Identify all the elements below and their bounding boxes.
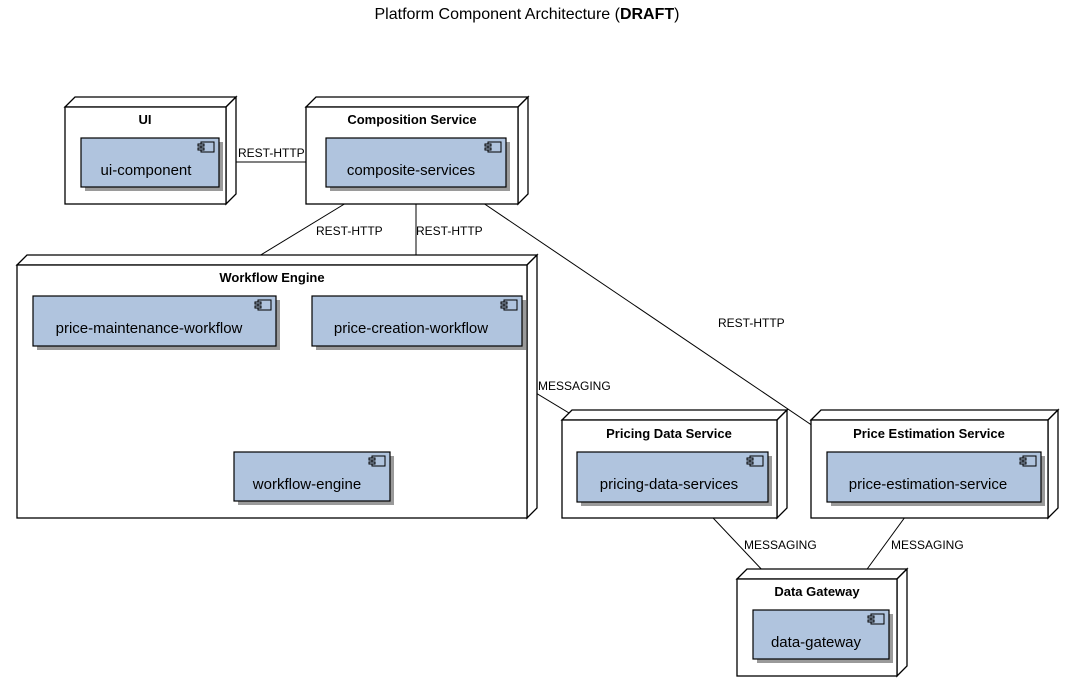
component-pricing-data-services[interactable]: pricing-data-services — [576, 451, 772, 506]
component-box — [311, 295, 523, 347]
node-workflow-side — [526, 253, 538, 520]
component-icon — [500, 299, 518, 311]
component-workflow-engine[interactable]: workflow-engine — [233, 451, 394, 505]
edge-labels: REST-HTTP REST-HTTP REST-HTTP REST-HTTP … — [238, 146, 964, 552]
node-gateway-title: Data Gateway — [774, 584, 860, 599]
edge-label-creation-pricing-data: MESSAGING — [538, 379, 611, 393]
node-pricing-data-side — [776, 408, 788, 520]
component-icon — [746, 455, 764, 467]
node-ui-side — [225, 95, 237, 206]
component-icon — [1019, 455, 1037, 467]
component-label: price-creation-workflow — [334, 320, 488, 337]
node-workflow-title: Workflow Engine — [219, 270, 324, 285]
edge-label-composite-creation: REST-HTTP — [416, 224, 483, 238]
component-label: ui-component — [101, 162, 193, 179]
component-price-creation-workflow[interactable]: price-creation-workflow — [311, 295, 526, 350]
component-icon — [368, 455, 386, 467]
edge-label-ui-composite: REST-HTTP — [238, 146, 305, 160]
component-ui-component[interactable]: ui-component — [80, 137, 223, 191]
diagram-title: Platform Component Architecture (DRAFT) — [375, 6, 680, 23]
node-estimation-top — [809, 409, 1060, 421]
node-composition-top — [304, 96, 530, 108]
component-label: price-estimation-service — [849, 476, 1007, 493]
component-label: pricing-data-services — [600, 476, 738, 493]
node-workflow-top — [15, 254, 539, 266]
component-icon — [867, 613, 885, 625]
component-icon — [484, 141, 502, 153]
node-gateway-side — [896, 567, 908, 678]
node-pricing-data-top — [560, 409, 789, 421]
component-box — [233, 451, 391, 502]
component-box — [32, 295, 277, 347]
edge-label-composite-maintenance: REST-HTTP — [316, 224, 383, 238]
title-suffix: ) — [674, 6, 679, 23]
node-pricing-data-title: Pricing Data Service — [606, 426, 732, 441]
edge-label-composite-estimation: REST-HTTP — [718, 316, 785, 330]
component-label: composite-services — [347, 162, 475, 179]
title-prefix: Platform Component Architecture ( — [375, 6, 621, 23]
component-price-estimation-service[interactable]: price-estimation-service — [826, 451, 1045, 506]
edge-label-estimation-gateway: MESSAGING — [891, 538, 964, 552]
node-composition-side — [517, 95, 529, 206]
component-box — [576, 451, 769, 503]
title-bold: DRAFT — [620, 6, 674, 23]
component-composite-services[interactable]: composite-services — [325, 137, 510, 191]
node-ui-title: UI — [139, 112, 152, 127]
node-ui-top — [63, 96, 238, 108]
component-icon — [197, 141, 215, 153]
component-label: data-gateway — [771, 634, 862, 651]
component-icon — [254, 299, 272, 311]
component-box — [80, 137, 220, 188]
node-estimation-side — [1047, 408, 1059, 520]
component-data-gateway[interactable]: data-gateway — [752, 609, 893, 663]
component-label: workflow-engine — [252, 476, 361, 493]
component-box — [826, 451, 1042, 503]
edge-label-pricing-data-gateway: MESSAGING — [744, 538, 817, 552]
component-box — [752, 609, 890, 660]
component-price-maintenance-workflow[interactable]: price-maintenance-workflow — [32, 295, 280, 350]
component-label: price-maintenance-workflow — [56, 320, 243, 337]
component-box — [325, 137, 507, 188]
node-gateway-top — [735, 568, 909, 580]
edge-composite-estimation — [457, 185, 851, 452]
node-estimation-title: Price Estimation Service — [853, 426, 1005, 441]
node-composition-title: Composition Service — [347, 112, 476, 127]
